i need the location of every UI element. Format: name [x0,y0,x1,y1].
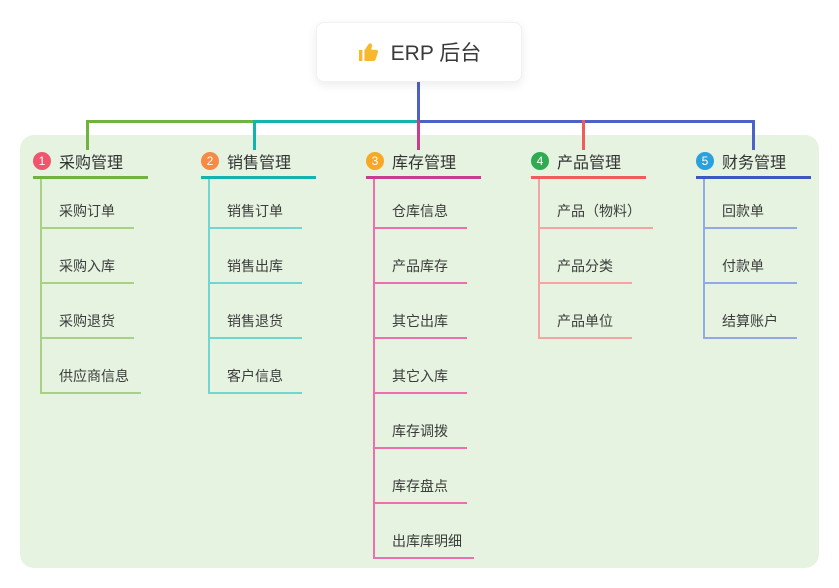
branches-background-panel [20,135,819,568]
child-label: 客户信息 [227,368,283,384]
child-node[interactable]: 销售订单 [210,179,302,229]
child-label: 其它入库 [392,368,448,384]
child-label: 产品单位 [557,313,613,329]
topic-node-sales[interactable]: 2 销售管理 [201,145,316,179]
child-label: 库存盘点 [392,478,448,494]
topic-label: 销售管理 [227,154,292,172]
child-node[interactable]: 出库库明细 [375,504,474,559]
child-label: 产品分类 [557,258,613,274]
child-label: 仓库信息 [392,203,448,219]
drop-line-branch2 [253,120,256,150]
child-node[interactable]: 产品库存 [375,229,467,284]
thumbs-up-icon [357,40,381,64]
child-label: 产品（物料） [557,203,641,219]
child-label: 其它出库 [392,313,448,329]
child-node[interactable]: 供应商信息 [42,339,141,394]
number-badge: 5 [696,151,714,170]
child-label: 库存调拨 [392,423,448,439]
child-label: 供应商信息 [59,368,129,384]
children-group: 回款单 付款单 结算账户 [703,179,839,339]
child-label: 出库库明细 [392,533,462,549]
child-node[interactable]: 库存调拨 [375,394,467,449]
number-badge: 1 [33,151,51,170]
branch-purchase: 1 采购管理 采购订单 采购入库 采购退货 供应商信息 [33,145,203,394]
child-label: 销售退货 [227,313,283,329]
drop-line-branch3 [417,120,420,150]
branch-inventory: 3 库存管理 仓库信息 产品库存 其它出库 其它入库 库存调拨 库存盘点 出库库… [366,145,536,559]
child-node[interactable]: 回款单 [705,179,797,229]
child-label: 回款单 [722,203,764,219]
child-label: 结算账户 [722,313,778,329]
child-node[interactable]: 采购退货 [42,284,134,339]
child-label: 销售出库 [227,258,283,274]
child-node[interactable]: 销售退货 [210,284,302,339]
bus-segment-teal [253,120,419,123]
bus-segment-green [86,120,254,123]
branch-product: 4 产品管理 产品（物料） 产品分类 产品单位 [531,145,701,339]
child-node[interactable]: 其它出库 [375,284,467,339]
child-label: 销售订单 [227,203,283,219]
root-node[interactable]: ERP 后台 [316,22,522,82]
topic-label: 财务管理 [722,154,787,172]
bus-segment-blue [417,120,755,123]
topic-node-product[interactable]: 4 产品管理 [531,145,646,179]
child-node[interactable]: 其它入库 [375,339,467,394]
child-node[interactable]: 采购订单 [42,179,134,229]
child-label: 采购入库 [59,258,115,274]
topic-node-purchase[interactable]: 1 采购管理 [33,145,148,179]
topic-label: 产品管理 [557,154,622,172]
topic-node-inventory[interactable]: 3 库存管理 [366,145,481,179]
child-node[interactable]: 客户信息 [210,339,302,394]
child-node[interactable]: 仓库信息 [375,179,467,229]
child-node[interactable]: 库存盘点 [375,449,467,504]
topic-node-finance[interactable]: 5 财务管理 [696,145,811,179]
child-label: 采购退货 [59,313,115,329]
drop-line-branch5 [752,120,755,150]
children-group: 销售订单 销售出库 销售退货 客户信息 [208,179,371,394]
children-group: 采购订单 采购入库 采购退货 供应商信息 [40,179,203,394]
child-node[interactable]: 产品分类 [540,229,632,284]
child-node[interactable]: 采购入库 [42,229,134,284]
number-badge: 4 [531,151,549,170]
child-label: 付款单 [722,258,764,274]
child-label: 采购订单 [59,203,115,219]
child-node[interactable]: 销售出库 [210,229,302,284]
child-label: 产品库存 [392,258,448,274]
topic-label: 库存管理 [392,154,457,172]
child-node[interactable]: 付款单 [705,229,797,284]
drop-line-branch1 [86,120,89,150]
children-group: 产品（物料） 产品分类 产品单位 [538,179,701,339]
branch-finance: 5 财务管理 回款单 付款单 结算账户 [696,145,839,339]
children-group: 仓库信息 产品库存 其它出库 其它入库 库存调拨 库存盘点 出库库明细 [373,179,536,559]
drop-line-branch4 [582,120,585,150]
topic-label: 采购管理 [59,154,124,172]
child-node[interactable]: 产品单位 [540,284,632,339]
root-trunk-line [417,82,420,122]
root-label: ERP 后台 [390,42,482,65]
child-node[interactable]: 产品（物料） [540,179,653,229]
number-badge: 3 [366,151,384,170]
child-node[interactable]: 结算账户 [705,284,797,339]
number-badge: 2 [201,151,219,170]
branch-sales: 2 销售管理 销售订单 销售出库 销售退货 客户信息 [201,145,371,394]
